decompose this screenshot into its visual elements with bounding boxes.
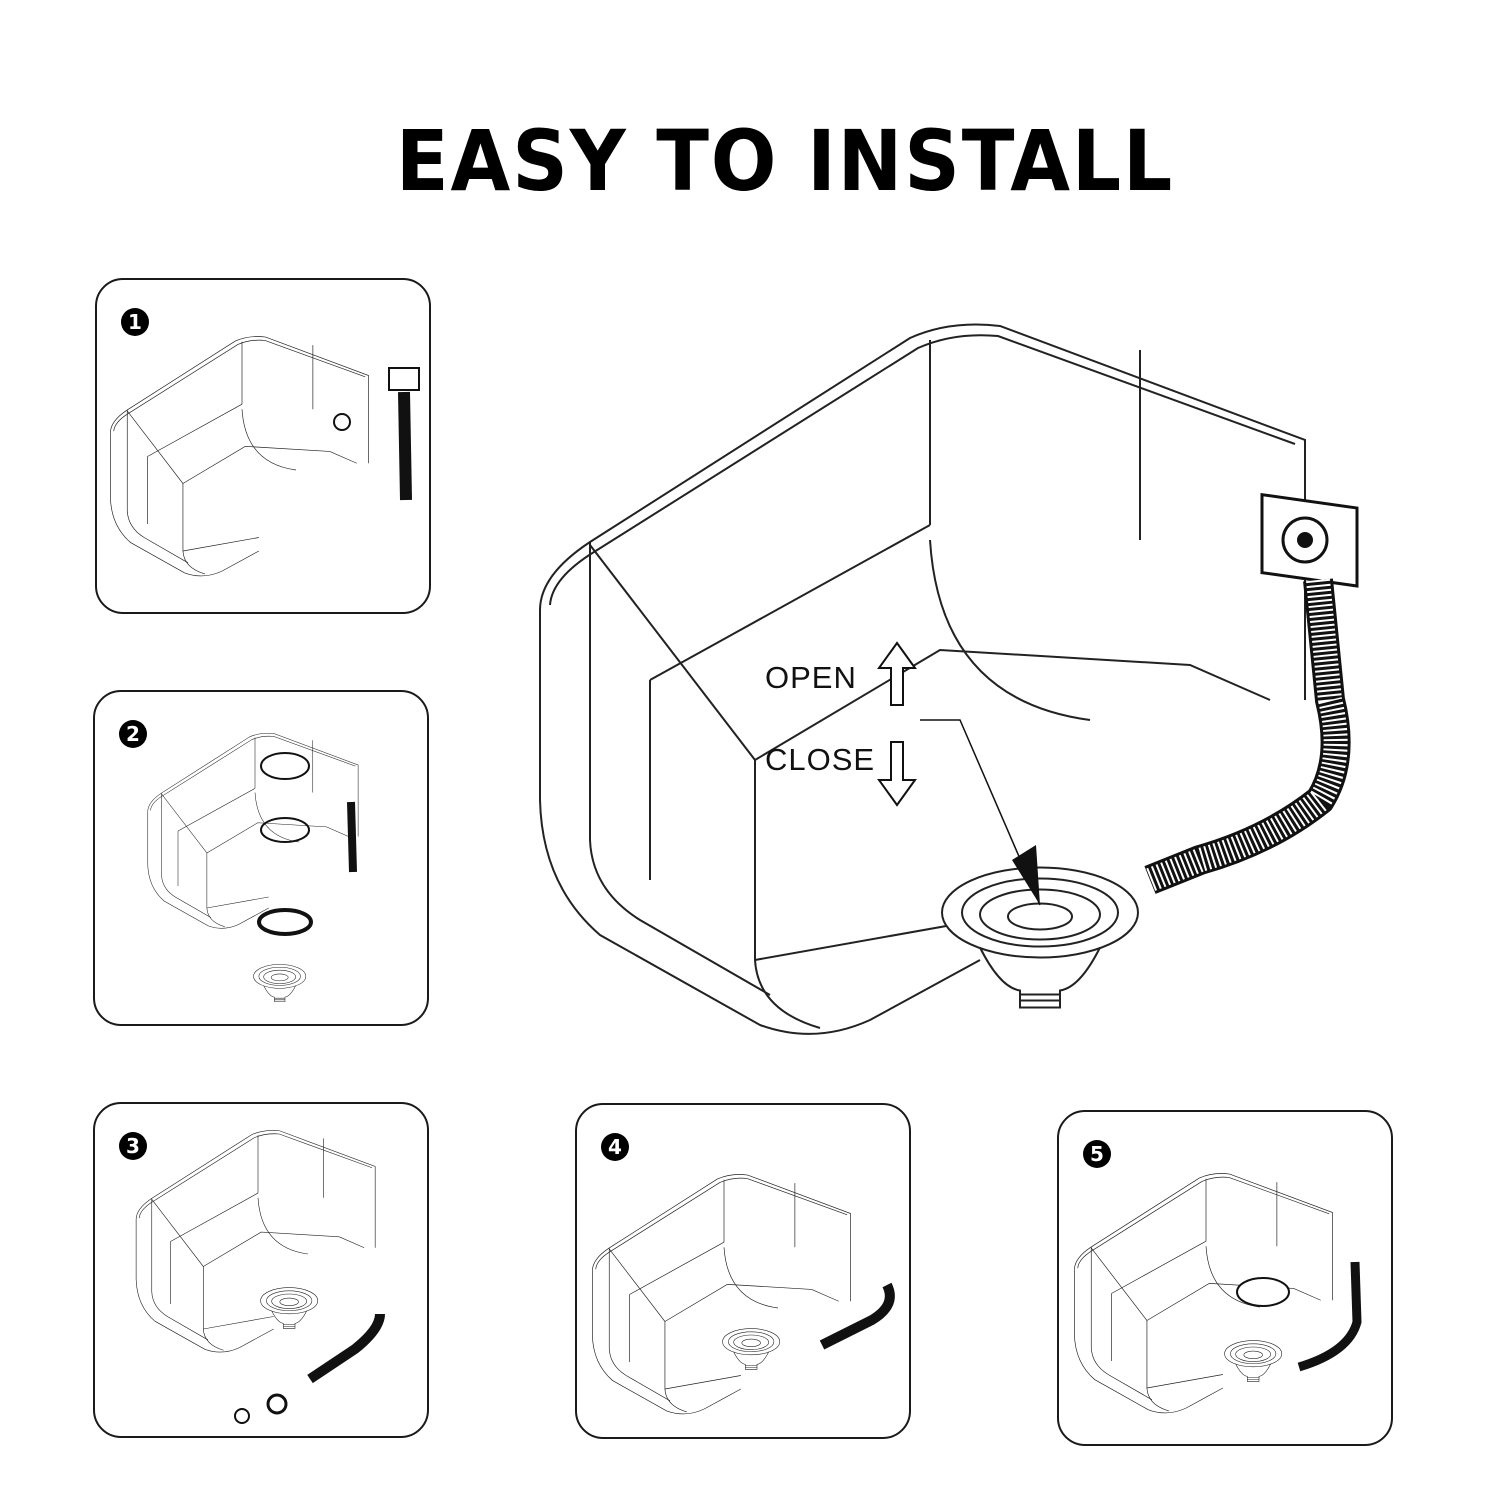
step-panel-3: 3 <box>93 1102 429 1438</box>
step-panel-1: 1 <box>95 278 431 614</box>
open-arrow-icon <box>877 641 917 706</box>
step-number-badge: 3 <box>119 1132 147 1160</box>
overflow-plate-icon <box>1260 492 1359 588</box>
step-panel-5: 5 <box>1057 1110 1393 1446</box>
step-panel-2: 2 <box>93 690 429 1026</box>
step-number-badge: 1 <box>121 308 149 336</box>
close-arrow-icon <box>877 741 917 807</box>
page-title: EASY TO INSTALL <box>395 112 1175 210</box>
close-label: CLOSE <box>765 742 876 777</box>
open-label: OPEN <box>765 660 857 695</box>
hose-pipe <box>1144 578 1351 894</box>
step-number-badge: 4 <box>601 1133 629 1161</box>
strainer-drain <box>940 866 1140 1009</box>
step-number-badge: 2 <box>119 720 147 748</box>
step-number-badge: 5 <box>1083 1140 1111 1168</box>
step-panel-4: 4 <box>575 1103 911 1439</box>
